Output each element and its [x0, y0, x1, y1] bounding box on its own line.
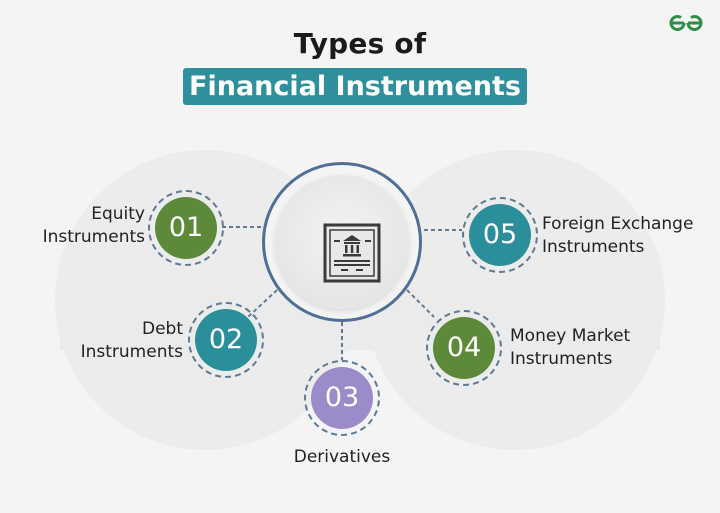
- node-number-badge: 03: [311, 367, 373, 429]
- node-02-label: Debt Instruments: [80, 319, 183, 362]
- title-line-1: Types of: [293, 27, 427, 60]
- node-04-money-market-instruments: 04: [426, 310, 502, 386]
- node-05-label: Foreign Exchange Instruments: [542, 214, 694, 257]
- geeksforgeeks-logo-icon: [669, 14, 703, 31]
- node-04-label: Money Market Instruments: [510, 326, 631, 369]
- node-02-debt-instruments: 02: [188, 302, 264, 378]
- node-number-badge: 04: [433, 317, 495, 379]
- node-number-badge: 02: [195, 309, 257, 371]
- title-highlight-box: Financial Instruments: [183, 68, 527, 105]
- node-number-badge: 05: [469, 204, 531, 266]
- node-01-label: Equity Instruments: [42, 204, 145, 247]
- central-hub: [262, 162, 422, 322]
- node-05-foreign-exchange-instruments: 05: [462, 197, 538, 273]
- node-03-label: Derivatives: [293, 447, 391, 467]
- node-01-equity-instruments: 01: [148, 190, 224, 266]
- hub-inner-disc: [275, 175, 409, 309]
- node-number-badge: 01: [155, 197, 217, 259]
- title-line-2: Financial Instruments: [189, 71, 521, 102]
- node-03-derivatives: 03: [304, 360, 380, 436]
- bank-document-icon: [323, 223, 381, 283]
